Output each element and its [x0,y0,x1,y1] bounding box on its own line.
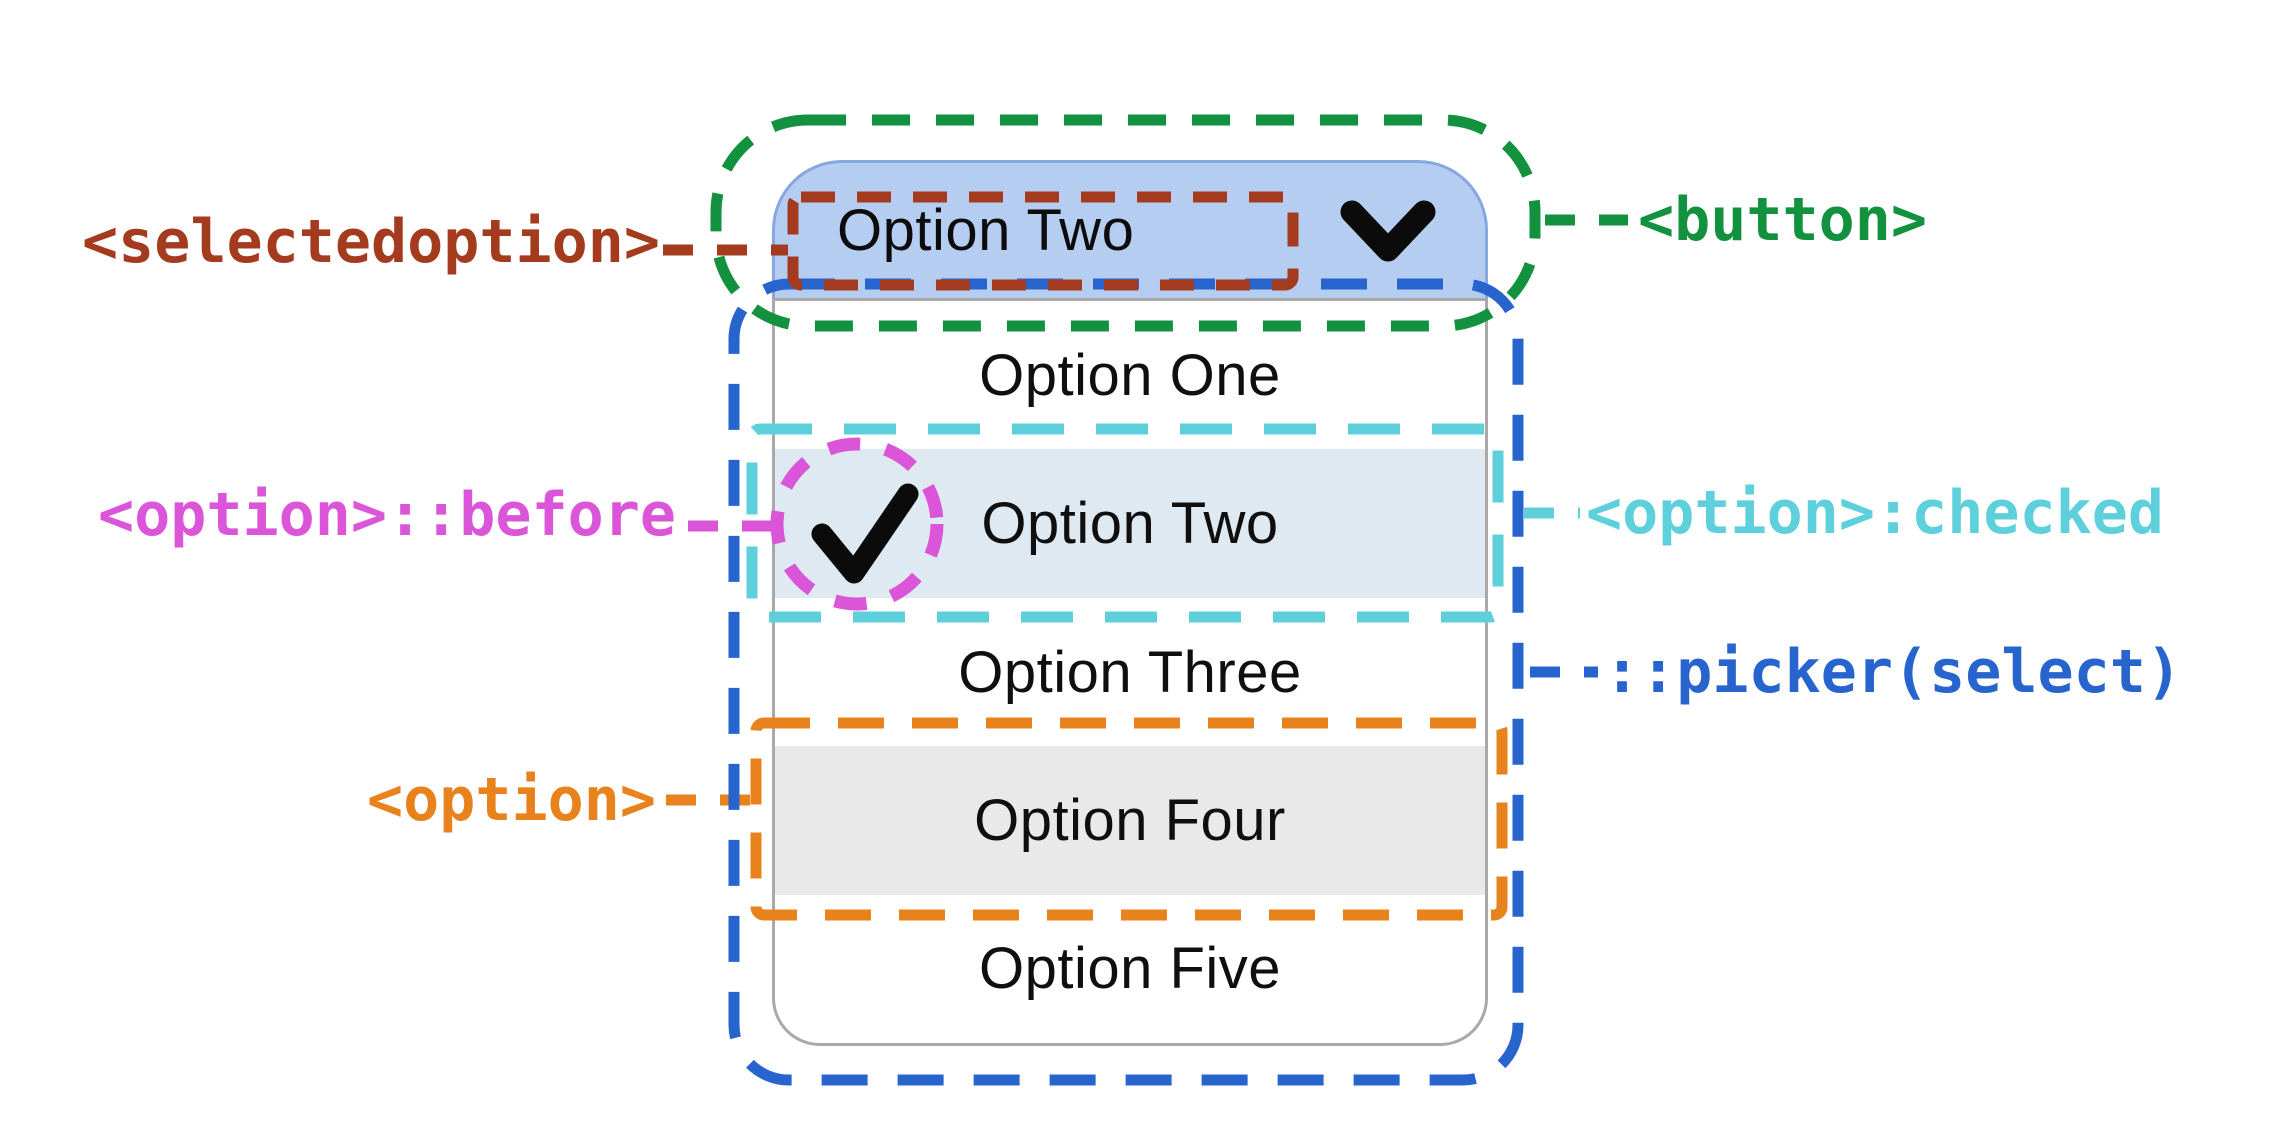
select-button[interactable]: Option Two [772,160,1488,298]
annotation-label-picker-select: ::picker(select) [1604,637,2182,707]
option-row-four[interactable]: Option Four [775,746,1485,895]
selected-option-text: Option Two [837,198,1135,263]
option-row-five[interactable]: Option Five [978,936,1282,1002]
annotation-label-option: <option> [367,765,656,835]
annotation-label-option-before: <option>::before [98,480,676,550]
select-picker: Option One Option Two Option Three Optio… [772,298,1488,1046]
annotation-label-button: <button> [1638,185,1927,255]
option-row-two-checked[interactable]: Option Two [775,449,1485,598]
option-row-three[interactable]: Option Three [958,639,1302,705]
annotation-label-option-checked: <option>:checked [1586,478,2164,548]
option-row-one[interactable]: Option One [979,342,1281,408]
annotation-label-selectedoption: <selectedoption> [82,207,660,277]
